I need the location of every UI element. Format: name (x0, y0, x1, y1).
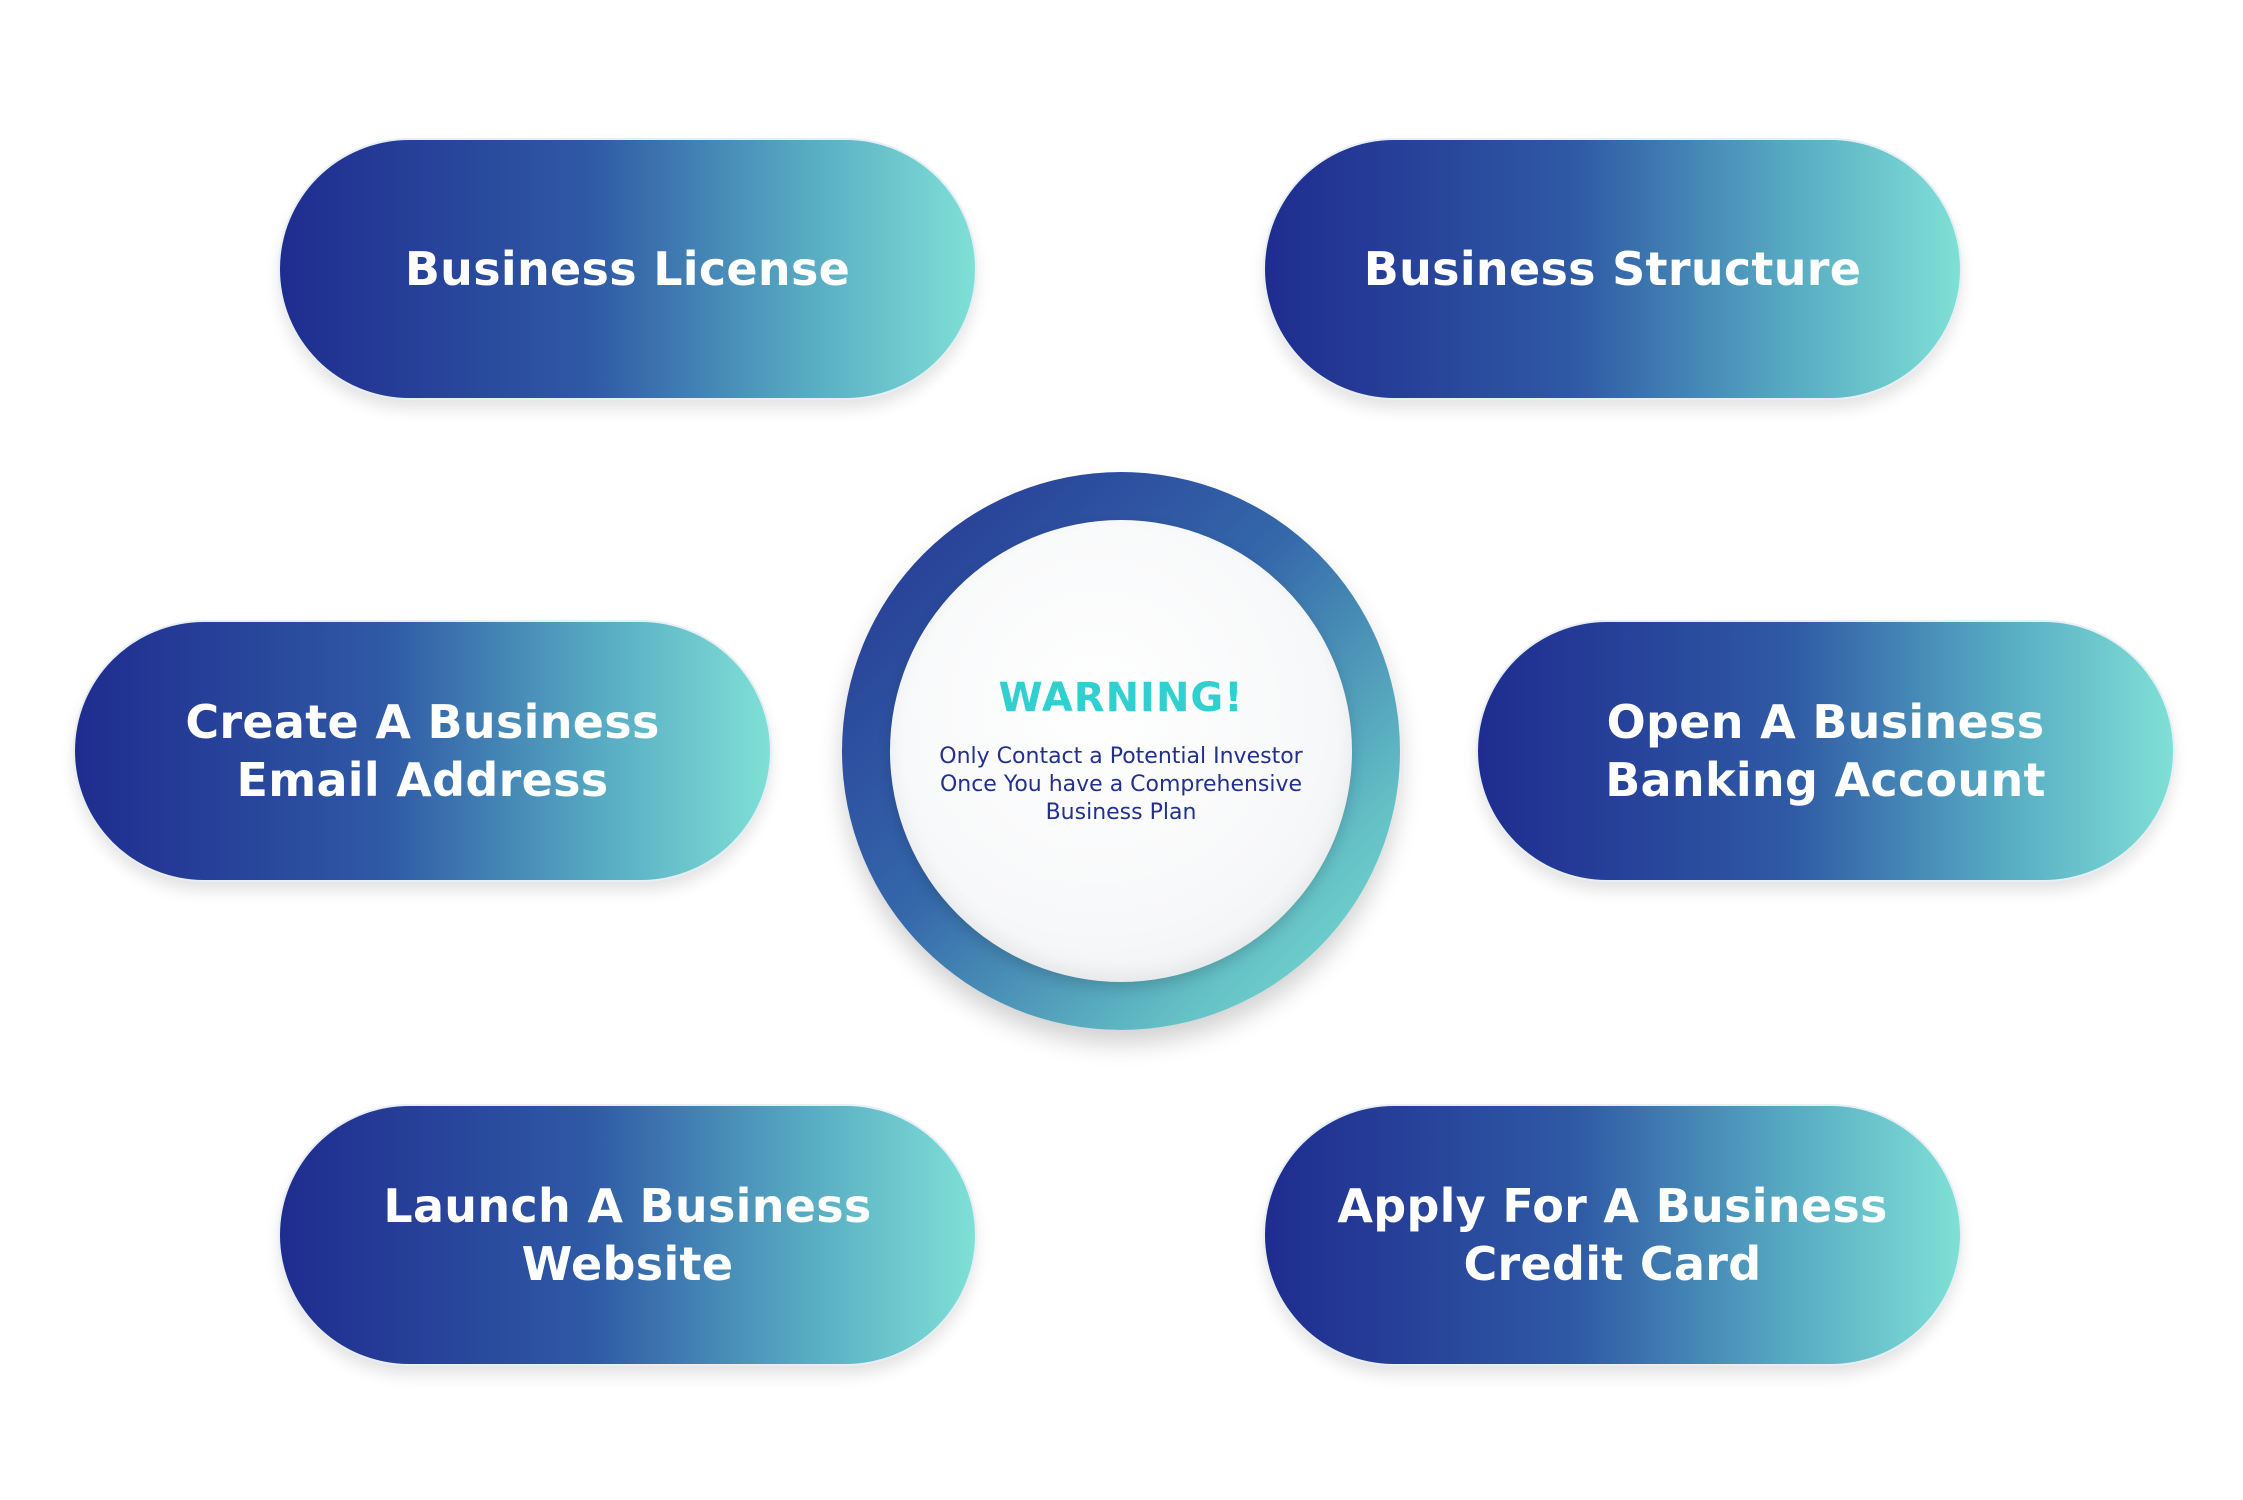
business-email-pill: Create A Business Email Address (75, 622, 770, 880)
business-banking-pill: Open A Business Banking Account (1478, 622, 2173, 880)
pill-label: Apply For A Business Credit Card (1277, 1177, 1947, 1293)
pill-label: Open A Business Banking Account (1545, 693, 2106, 809)
pill-label-line: Website (521, 1237, 734, 1291)
pill-label-line: Email Address (236, 753, 609, 807)
warning-line: Only Contact a Potential Investor (939, 744, 1303, 769)
warning-title: WARNING! (998, 675, 1244, 721)
pill-label-line: Create A Business (185, 695, 660, 749)
pill-label-line: Banking Account (1605, 753, 2046, 807)
pill-label: Create A Business Email Address (125, 693, 719, 809)
business-credit-card-pill: Apply For A Business Credit Card (1265, 1106, 1960, 1364)
warning-ring: WARNING! Only Contact a Potential Invest… (842, 472, 1400, 1030)
pill-label: Business Structure (1363, 242, 1862, 296)
business-structure-pill: Business Structure (1265, 140, 1960, 398)
pill-label: Launch A Business Website (323, 1177, 931, 1293)
pill-label-line: Open A Business (1606, 695, 2045, 749)
business-website-pill: Launch A Business Website (280, 1106, 975, 1364)
pill-label: Business License (404, 242, 851, 296)
warning-line: Once You have a Comprehensive (939, 772, 1303, 797)
pill-label-line: Launch A Business (383, 1179, 872, 1233)
warning-message: Only Contact a Potential Investor Once Y… (921, 743, 1321, 827)
warning-disc: WARNING! Only Contact a Potential Invest… (890, 520, 1352, 982)
business-license-pill: Business License (280, 140, 975, 398)
pill-label-line: Credit Card (1463, 1237, 1762, 1291)
warning-line: Business Plan (1045, 800, 1197, 825)
pill-label-line: Apply For A Business (1337, 1179, 1888, 1233)
